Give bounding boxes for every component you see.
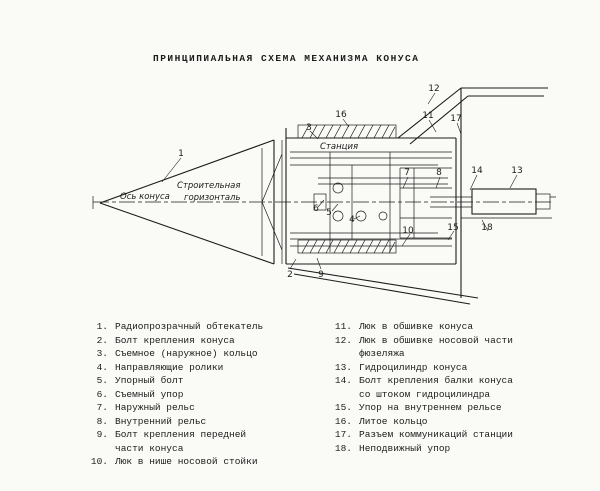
construction-horizontal-label-2: горизонталь	[184, 193, 240, 203]
construction-horizontal-label-1: Строительная	[177, 181, 241, 191]
cone-axis-label: Ось конуса	[120, 192, 170, 202]
legend-item: 14.Болт крепления балки конуса со штоком…	[334, 375, 513, 400]
mechanism-body	[285, 124, 457, 265]
inner-machinery	[313, 152, 452, 252]
legend-item: 3.Съемное (наружное) кольцо	[96, 348, 258, 359]
legend-left-column: 1.Радиопрозрачный обтекатель 2.Болт креп…	[84, 320, 294, 469]
legend-item: 4.Направляющие ролики	[96, 361, 224, 373]
legend-item: 7.Наружный рельс	[96, 402, 195, 413]
callout-18: 18	[481, 223, 493, 233]
callout-3: 3	[306, 123, 312, 133]
legend-item: 13.Гидроцилиндр конуса	[334, 361, 468, 373]
legend-item: 10.Люк в нише носовой стойки	[90, 456, 258, 467]
station-label: Станция	[320, 142, 358, 152]
cone-outline	[99, 139, 275, 265]
callout-12: 12	[428, 84, 439, 94]
cone-internal-structure	[261, 140, 283, 264]
hydraulic-cylinder	[430, 188, 556, 219]
page-title: ПРИНЦИПИАЛЬНАЯ СХЕМА МЕХАНИЗМА КОНУСА	[153, 53, 420, 64]
callout-16: 16	[335, 110, 347, 120]
legend-item: 12.Люк в обшивке носовой части фюзеляжа	[334, 334, 513, 360]
legend-item: 8.Внутренний рельс	[96, 415, 207, 427]
callout-4: 4	[349, 215, 355, 225]
callout-6: 6	[313, 204, 319, 214]
center-axis-line	[92, 196, 554, 209]
callout-15: 15	[447, 223, 458, 233]
legend-item: 5.Упорный болт	[96, 375, 184, 386]
callout-11: 11	[422, 111, 433, 121]
fuselage-skin-lines	[397, 87, 548, 298]
legend-item: 18.Неподвижный упор	[334, 442, 451, 454]
callout-9: 9	[318, 270, 324, 280]
callout-13: 13	[511, 166, 522, 176]
legend-item: 9.Болт крепления передней части конуса	[96, 429, 247, 454]
callout-leader-lines	[161, 92, 518, 270]
lower-fuselage-lines	[287, 267, 479, 305]
callout-10: 10	[402, 226, 414, 236]
callout-5: 5	[326, 208, 332, 218]
legend-item: 2.Болт крепления конуса	[96, 334, 235, 346]
legend-item: 6.Съемный упор	[96, 388, 184, 400]
callout-7: 7	[404, 168, 410, 178]
callout-8: 8	[436, 168, 442, 178]
callout-1: 1	[178, 149, 184, 159]
callout-17: 17	[450, 114, 461, 124]
legend-item: 1.Радиопрозрачный обтекатель	[96, 321, 264, 332]
callout-numbers: 1 2 3 4 5 6 7 8 9 10 11 12 13 14 15 16 1…	[178, 84, 523, 280]
callout-14: 14	[471, 166, 483, 176]
legend-right-column: 11.Люк в обшивке конуса 12.Люк в обшивке…	[328, 320, 528, 455]
axis-labels: Ось конуса Строительная горизонталь Стан…	[120, 142, 358, 203]
legend-item: 15.Упор на внутреннем рельсе	[334, 402, 502, 413]
legend-item: 16.Литое кольцо	[334, 415, 428, 427]
callout-2: 2	[287, 270, 293, 280]
legend-item: 11.Люк в обшивке конуса	[334, 321, 474, 332]
rails	[290, 151, 452, 247]
legend-item: 17.Разъем коммуникаций станции	[334, 429, 513, 440]
